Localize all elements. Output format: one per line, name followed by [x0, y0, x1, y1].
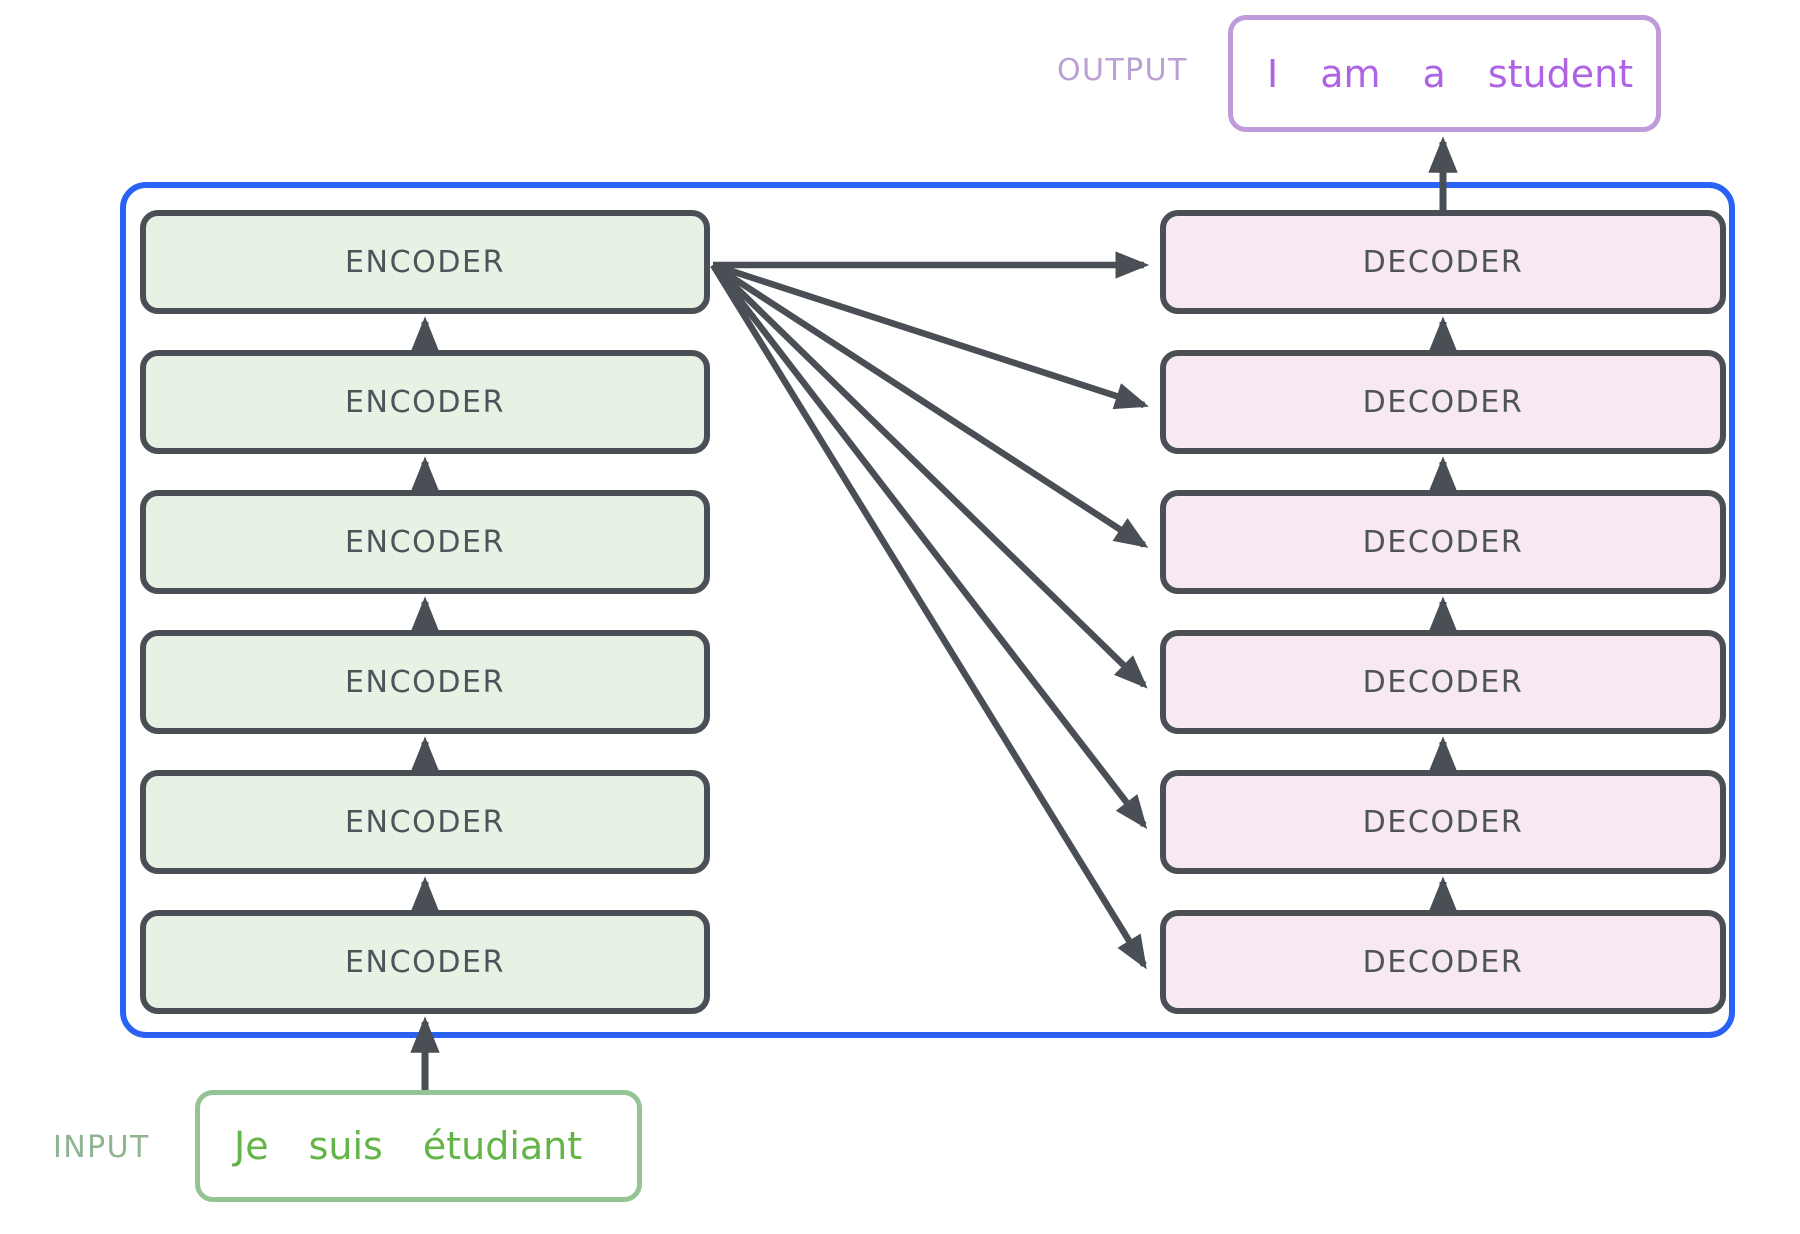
- input-label: INPUT: [53, 1130, 150, 1165]
- decoder-block-label: DECODER: [1362, 244, 1524, 280]
- output-sequence-box[interactable]: I am a student: [1228, 15, 1661, 132]
- decoder-block-6[interactable]: DECODER: [1160, 910, 1726, 1014]
- decoder-block-label: DECODER: [1362, 524, 1524, 560]
- input-token: suis: [308, 1124, 383, 1168]
- encoder-block-label: ENCODER: [344, 524, 506, 560]
- decoder-block-5[interactable]: DECODER: [1160, 770, 1726, 874]
- encoder-block-label: ENCODER: [344, 384, 506, 420]
- decoder-block-3[interactable]: DECODER: [1160, 490, 1726, 594]
- input-sequence-box[interactable]: Je suis étudiant: [195, 1090, 642, 1202]
- encoder-block-5[interactable]: ENCODER: [140, 770, 710, 874]
- output-token: I: [1267, 51, 1279, 96]
- decoder-block-label: DECODER: [1362, 804, 1524, 840]
- encoder-block-label: ENCODER: [344, 244, 506, 280]
- decoder-block-1[interactable]: DECODER: [1160, 210, 1726, 314]
- decoder-block-label: DECODER: [1362, 384, 1524, 420]
- decoder-block-4[interactable]: DECODER: [1160, 630, 1726, 734]
- output-token: am: [1320, 51, 1381, 96]
- encoder-block-label: ENCODER: [344, 664, 506, 700]
- encoder-block-2[interactable]: ENCODER: [140, 350, 710, 454]
- decoder-block-label: DECODER: [1362, 944, 1524, 980]
- encoder-block-label: ENCODER: [344, 804, 506, 840]
- input-token: étudiant: [422, 1124, 583, 1168]
- encoder-block-label: ENCODER: [344, 944, 506, 980]
- decoder-block-2[interactable]: DECODER: [1160, 350, 1726, 454]
- decoder-block-label: DECODER: [1362, 664, 1524, 700]
- output-label: OUTPUT: [1057, 53, 1188, 88]
- encoder-block-4[interactable]: ENCODER: [140, 630, 710, 734]
- encoder-block-6[interactable]: ENCODER: [140, 910, 710, 1014]
- encoder-block-1[interactable]: ENCODER: [140, 210, 710, 314]
- encoder-block-3[interactable]: ENCODER: [140, 490, 710, 594]
- input-token: Je: [234, 1124, 269, 1168]
- model-container-outline: [120, 182, 1735, 1038]
- output-token: a: [1422, 51, 1446, 96]
- output-token: student: [1487, 51, 1634, 96]
